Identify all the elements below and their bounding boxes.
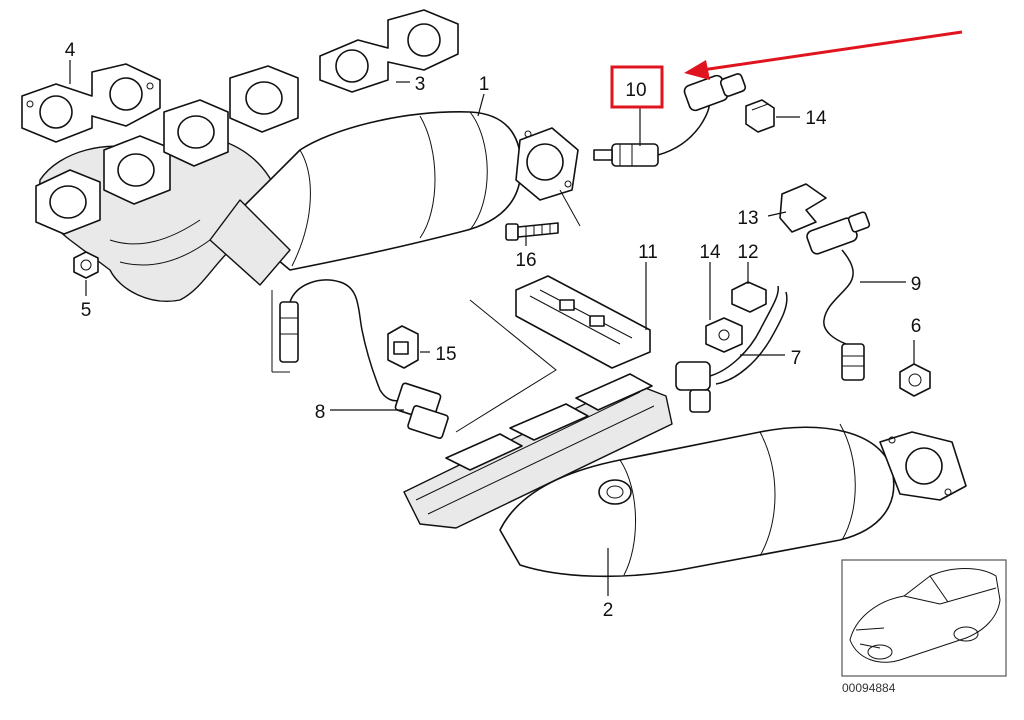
oxygen-sensor-7 <box>675 285 788 413</box>
callout-1: 1 <box>479 74 490 95</box>
upper-exhaust-manifold <box>35 65 299 302</box>
nut-5 <box>73 251 99 279</box>
oxygen-sensor-10 <box>593 73 747 167</box>
leader-lines <box>69 60 915 596</box>
oxygen-sensor-9 <box>806 211 871 381</box>
oxygen-sensor-8 <box>279 279 449 439</box>
callout-11: 11 <box>638 242 658 263</box>
callout-8: 8 <box>315 402 326 423</box>
bracket-11 <box>515 275 651 369</box>
callout-4: 4 <box>65 40 76 61</box>
callout-9: 9 <box>911 274 922 295</box>
nut-6 <box>899 363 931 397</box>
holder-15 <box>387 325 419 369</box>
callout-16: 16 <box>515 250 536 271</box>
callout-2: 2 <box>603 600 614 621</box>
callout-labels: 4 3 1 5 10 14 13 16 11 14 12 9 6 7 15 8 … <box>65 40 922 621</box>
bolt-16 <box>505 222 559 241</box>
callout-6: 6 <box>911 316 922 337</box>
callout-14-lower: 14 <box>699 242 721 263</box>
callout-7: 7 <box>791 348 802 369</box>
clip-13 <box>779 183 827 233</box>
vehicle-thumbnail <box>841 559 1007 677</box>
highlight-box <box>610 65 664 109</box>
reference-number: 00094884 <box>842 681 896 695</box>
clip-12 <box>731 281 767 313</box>
callout-3: 3 <box>415 74 426 95</box>
catalytic-converter-1 <box>209 111 579 286</box>
callout-12: 12 <box>737 242 758 263</box>
gasket-3 <box>319 9 459 93</box>
callout-15: 15 <box>435 344 456 365</box>
callout-14-upper: 14 <box>805 108 827 129</box>
clip-14-lower <box>705 317 743 353</box>
gasket-4 <box>21 63 161 143</box>
catalytic-converter-2 <box>499 423 967 578</box>
callout-5: 5 <box>81 300 92 321</box>
callout-13: 13 <box>737 208 758 229</box>
clip-14-upper <box>745 99 775 133</box>
red-arrow <box>684 30 963 80</box>
callout-10: 10 <box>625 80 646 101</box>
lower-exhaust-manifold <box>403 373 673 529</box>
